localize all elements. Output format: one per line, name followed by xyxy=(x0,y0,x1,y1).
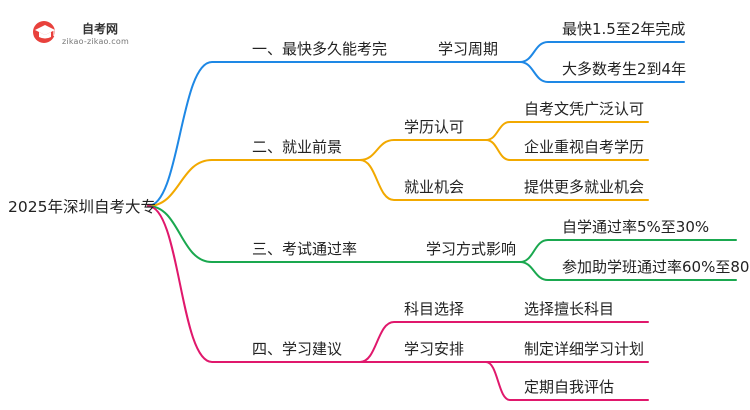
leaf-node[interactable]: 大多数考生2到4年 xyxy=(562,60,686,78)
leaf-node[interactable]: 制定详细学习计划 xyxy=(524,340,644,358)
branch-node[interactable]: 二、就业前景 xyxy=(252,138,342,156)
site-logo: 自考网 zikao-zikao.com xyxy=(26,14,166,50)
sub-branch-link xyxy=(359,159,487,201)
branch-node[interactable]: 三、考试通过率 xyxy=(252,240,357,258)
graduation-cap-icon xyxy=(33,21,55,43)
branch-link xyxy=(147,61,373,207)
sub-branch-link xyxy=(359,139,487,161)
sub-branch-node[interactable]: 就业机会 xyxy=(404,178,464,196)
leaf-node[interactable]: 参加助学班通过率60%至80% xyxy=(562,258,750,276)
logo-url: zikao-zikao.com xyxy=(62,37,129,46)
leaf-link xyxy=(519,239,737,263)
leaf-link xyxy=(519,61,685,83)
sub-branch-link xyxy=(359,321,487,363)
sub-branch-node[interactable]: 科目选择 xyxy=(404,300,464,318)
branch-link xyxy=(147,205,373,263)
root-node[interactable]: 2025年深圳自考大专 xyxy=(8,198,156,216)
leaf-link xyxy=(519,41,685,63)
leaf-link xyxy=(485,121,649,141)
branch-link xyxy=(147,159,361,207)
sub-branch-node[interactable]: 学历认可 xyxy=(404,118,464,136)
leaf-node[interactable]: 定期自我评估 xyxy=(524,378,614,396)
leaf-link xyxy=(519,261,737,281)
sub-branch-node[interactable]: 学习安排 xyxy=(404,340,464,358)
sub-branch-node[interactable]: 学习周期 xyxy=(438,40,498,58)
leaf-node[interactable]: 企业重视自考学历 xyxy=(524,138,644,156)
branch-node[interactable]: 一、最快多久能考完 xyxy=(252,40,387,58)
sub-branch-node[interactable]: 学习方式影响 xyxy=(426,240,516,258)
leaf-node[interactable]: 选择擅长科目 xyxy=(524,300,614,318)
leaf-link xyxy=(485,361,649,401)
leaf-node[interactable]: 提供更多就业机会 xyxy=(524,178,644,196)
logo-name: 自考网 xyxy=(82,22,119,36)
leaf-link xyxy=(485,139,649,161)
mind-map-links xyxy=(147,41,737,401)
leaf-node[interactable]: 最快1.5至2年完成 xyxy=(562,20,685,38)
leaf-node[interactable]: 自考文凭广泛认可 xyxy=(524,100,644,118)
branch-link xyxy=(147,205,361,363)
branch-node[interactable]: 四、学习建议 xyxy=(252,340,342,358)
leaf-node[interactable]: 自学通过率5%至30% xyxy=(562,218,709,236)
